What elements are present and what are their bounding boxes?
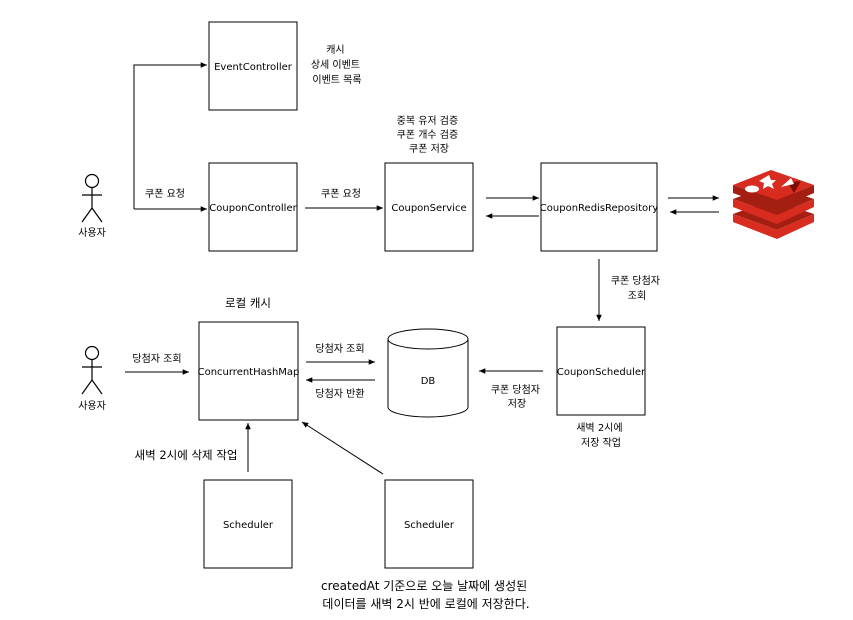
edge-branch-to-event-controller [133, 62, 207, 209]
db-cylinder[interactable]: DB [387, 328, 469, 418]
actor-top-label: 사용자 [78, 227, 106, 239]
actor-top: 사용자 [78, 173, 106, 239]
label-redis-to-scheduler: 쿠폰 당첨자 조회 [611, 275, 663, 302]
box-coupon-scheduler-label: CouponScheduler [557, 367, 646, 378]
connectors [125, 62, 719, 475]
box-coupon-scheduler[interactable]: CouponScheduler [556, 326, 646, 416]
box-scheduler-right[interactable]: Scheduler [384, 479, 474, 569]
actor-bottom: 사용자 [78, 345, 106, 412]
box-coupon-service[interactable]: CouponService [384, 162, 474, 252]
label-scheduler-to-db: 쿠폰 당첨자 저장 [491, 384, 543, 410]
note-coupon-scheduler: 새벽 2시에 저장 작업 [576, 422, 626, 449]
box-scheduler-left[interactable]: Scheduler [203, 479, 293, 569]
box-scheduler-left-label: Scheduler [223, 520, 274, 531]
stick-figure-icon [81, 173, 103, 223]
stick-figure-icon [81, 345, 103, 395]
db-label: DB [421, 376, 436, 387]
label-scheduler-delete: 새벽 2시에 삭제 작업 [135, 448, 238, 462]
box-event-controller[interactable]: EventController [208, 21, 298, 111]
box-scheduler-right-label: Scheduler [404, 520, 455, 531]
box-coupon-service-label: CouponService [391, 203, 466, 214]
note-local-cache: 로컬 캐시 [225, 296, 271, 310]
actor-bottom-label: 사용자 [78, 400, 106, 412]
note-event-controller: 캐시 상세 이벤트 이벤트 목록 [311, 44, 363, 86]
box-concurrent-hash-map-label: ConcurrentHashMap [198, 367, 300, 378]
label-db-to-hashmap: 당첨자 반환 [315, 388, 364, 400]
box-coupon-redis-repository-label: CouponRedisRepository [540, 203, 658, 214]
edge-scheduler-right-to-hashmap [301, 421, 384, 475]
box-coupon-controller[interactable]: CouponController [208, 162, 298, 252]
label-user-to-hashmap: 당첨자 조회 [132, 353, 181, 365]
label-controller-to-service: 쿠폰 요청 [321, 188, 361, 200]
redis-logo-icon [733, 170, 814, 239]
box-coupon-controller-label: CouponController [209, 203, 297, 214]
box-coupon-redis-repository[interactable]: CouponRedisRepository [540, 162, 658, 252]
box-concurrent-hash-map[interactable]: ConcurrentHashMap [198, 321, 300, 421]
note-coupon-service: 중복 유저 검증 쿠폰 개수 검증 쿠폰 저장 [397, 115, 462, 155]
label-hashmap-to-db: 당첨자 조회 [315, 343, 364, 355]
label-user-to-controller: 쿠폰 요청 [145, 188, 185, 200]
bottom-caption: createdAt 기준으로 오늘 날짜에 생성된 데이터를 새벽 2시 반에 … [321, 579, 531, 611]
box-event-controller-label: EventController [214, 62, 293, 73]
